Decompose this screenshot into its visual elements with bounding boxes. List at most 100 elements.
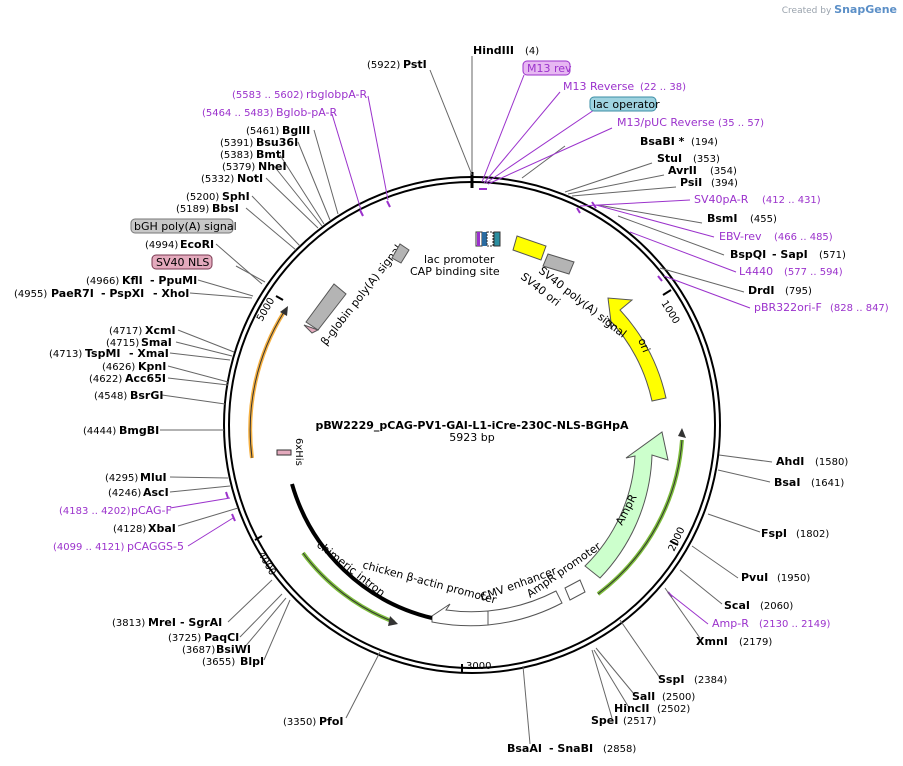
enzyme-xcmi: XcmI	[145, 324, 176, 337]
primer-pcag-f: pCAG-F	[131, 504, 172, 517]
enzyme-bsabi-pos: (194)	[691, 137, 718, 148]
chicken-actin-promoter-feature[interactable]	[431, 603, 489, 627]
enzyme-ppumi: - PpuMI	[150, 274, 197, 287]
enzyme-bglii-pos: (5461)	[246, 126, 279, 137]
tick-3000: 3000	[466, 661, 491, 672]
enzyme-spei: SpeI	[591, 714, 618, 727]
enzyme-spei-pos: (2517)	[623, 716, 656, 727]
primer-ebv-rev-range: (466 .. 485)	[774, 232, 833, 243]
primer-m13-reverse: M13 Reverse	[563, 80, 634, 93]
primer-pcag-f-range: (4183 .. 4202)	[59, 506, 131, 517]
enzyme-paqci-pos: (3725)	[168, 633, 201, 644]
tick-2000: 2000	[667, 526, 688, 554]
enzyme-bsabi: BsaBI *	[640, 135, 685, 148]
tick-4000: 4000	[255, 550, 277, 578]
primer-l4440: L4440	[739, 265, 773, 278]
sv40-nls-label: SV40 NLS	[156, 256, 209, 269]
enzyme-bspqi-pos: (571)	[819, 250, 846, 261]
primer-amp-r-range: (2130 .. 2149)	[759, 619, 831, 630]
enzyme-mlui-pos: (4295)	[105, 473, 138, 484]
snapgene-logo: SnapGene	[834, 3, 897, 16]
ampr-feature[interactable]	[584, 431, 669, 579]
bgh-polya-feature[interactable]	[391, 243, 410, 264]
enzyme-sspi-pos: (2384)	[694, 675, 727, 686]
primer-rbglobpa-r: rbglobpA-R	[306, 88, 367, 101]
enzyme-noti: NotI	[237, 172, 263, 185]
primer-m13-puc-reverse: M13/pUC Reverse	[617, 116, 715, 129]
enzyme-sapi: - SapI	[772, 248, 808, 261]
created-by-text: Created by	[781, 6, 832, 16]
enzyme-bsiwi-pos: (3687)	[182, 645, 215, 656]
primer-l4440-range: (577 .. 594)	[784, 267, 843, 278]
sv40-polya-feature[interactable]	[542, 253, 575, 275]
plasmid-length: 5923 bp	[449, 431, 494, 444]
lac-operator-box[interactable]	[589, 96, 657, 112]
lac-promoter-label: lac promoter	[424, 253, 495, 266]
enzyme-paer7i-pos: (4955)	[14, 289, 47, 300]
enzyme-xmni: XmnI	[696, 635, 728, 648]
enzyme-pvui: PvuI	[741, 571, 768, 584]
enzyme-bsmi: BsmI	[707, 212, 738, 225]
enzyme-sphi-pos: (5200)	[186, 192, 219, 203]
sv40-ori-feature[interactable]	[512, 235, 547, 261]
enzyme-ecori: EcoRI	[180, 238, 214, 251]
enzyme-hindiii: HindIII	[473, 44, 514, 57]
enzyme-mrei-pos: (3813)	[112, 618, 145, 629]
enzyme-smai: SmaI	[141, 336, 172, 349]
m13-rev-box[interactable]	[522, 60, 571, 76]
enzyme-tspmi-pos: (4713)	[49, 349, 82, 360]
enzyme-nhei-pos: (5379)	[222, 162, 255, 173]
ori-feature[interactable]	[607, 297, 667, 402]
enzyme-pvui-pos: (1950)	[777, 573, 810, 584]
ampr-promoter-feature[interactable]	[564, 579, 586, 601]
enzyme-noti-pos: (5332)	[201, 174, 234, 185]
cmv-enhancer-feature[interactable]	[487, 590, 563, 626]
enzyme-ecori-pos: (4994)	[145, 240, 178, 251]
enzyme-bsiwi: BsiWI	[216, 643, 251, 656]
enzyme-blpi: BlpI	[240, 655, 264, 668]
enzyme-avrii-pos: (354)	[710, 166, 737, 177]
sv40-nls-box[interactable]	[151, 254, 213, 270]
enzyme-kpni-pos: (4626)	[102, 362, 135, 373]
enzyme-acc65i: Acc65I	[125, 372, 166, 385]
enzyme-kfli: KflI	[122, 274, 143, 287]
enzyme-bbsi-pos: (5189)	[176, 204, 209, 215]
enzyme-xhoi: - XhoI	[153, 287, 189, 300]
orange-arrowhead	[280, 306, 288, 316]
primer-pbr322ori-f-range: (828 .. 847)	[830, 303, 889, 314]
enzyme-fspi: FspI	[761, 527, 787, 540]
snapgene-credit: Created by SnapGene	[782, 3, 897, 16]
6xhis-feature[interactable]	[276, 449, 292, 456]
enzyme-drdi: DrdI	[748, 284, 775, 297]
beta-globin-polya-feature[interactable]	[305, 283, 347, 331]
primer-m13-puc-reverse-range: (35 .. 57)	[718, 118, 764, 129]
enzyme-acc65i-pos: (4622)	[89, 374, 122, 385]
enzyme-nhei: NheI	[258, 160, 287, 173]
chimeric-intron-bar	[290, 483, 433, 620]
cap-binding-site-label: CAP binding site	[410, 265, 500, 278]
lac-cluster[interactable]	[475, 231, 501, 247]
enzyme-kpni: KpnI	[138, 360, 166, 373]
enzyme-bsu36i: Bsu36I	[256, 136, 298, 149]
enzyme-hindiii-pos: (4)	[525, 46, 539, 57]
enzyme-bglii: BglII	[282, 124, 310, 137]
enzyme-bsu36i-pos: (5391)	[220, 138, 253, 149]
6xhis-label: 6xHis	[293, 438, 304, 466]
bgh-polya-box[interactable]	[130, 218, 234, 234]
enzyme-hincii-pos: (2502)	[657, 704, 690, 715]
enzyme-bsai: BsaI	[774, 476, 800, 489]
enzyme-bmti: BmtI	[256, 148, 285, 161]
leader-lines	[160, 56, 773, 745]
primer-sv40pa-r: SV40pA-R	[694, 193, 749, 206]
enzyme-hincii: HincII	[614, 702, 650, 715]
enzyme-bmgbi-pos: (4444)	[83, 426, 116, 437]
enzyme-asci: AscI	[143, 486, 169, 499]
primer-amp-r: Amp-R	[712, 617, 749, 630]
plasmid-name: pBW2229_pCAG-PV1-GAI-L1-iCre-230C-NLS-BG…	[315, 419, 629, 432]
enzyme-sali-pos: (2500)	[662, 692, 695, 703]
enzyme-bmti-pos: (5383)	[220, 150, 253, 161]
primer-bglob-pa-r-range: (5464 .. 5483)	[202, 108, 274, 119]
enzyme-stui: StuI	[657, 152, 682, 165]
enzyme-scai-pos: (2060)	[760, 601, 793, 612]
